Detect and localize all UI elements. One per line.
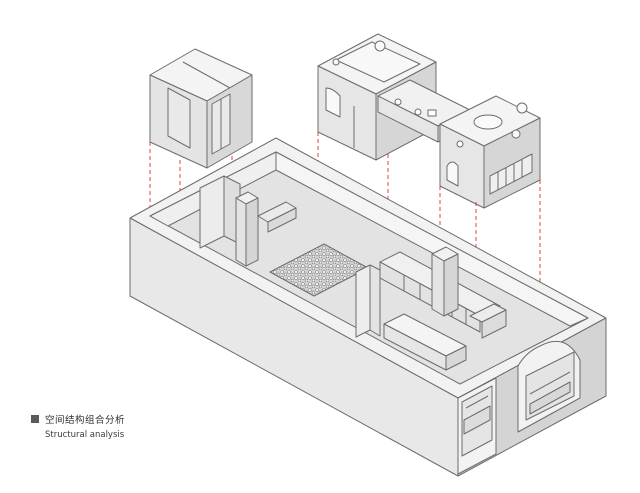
cabinet-door-left <box>167 87 191 149</box>
caption-title-row: 空间结构组合分析 <box>31 412 125 426</box>
floating-bedroom-module <box>439 95 541 209</box>
arched-doorway <box>325 87 341 118</box>
lamp-icon <box>516 102 528 114</box>
caption-bullet-icon <box>31 415 39 423</box>
diagram-caption: 空间结构组合分析 Structural analysis <box>31 412 125 440</box>
round-window-icon <box>374 40 386 52</box>
caption-title-cn: 空间结构组合分析 <box>45 415 126 426</box>
porthole-icon <box>332 58 340 66</box>
interior-elements <box>199 175 507 371</box>
front-wall-openings <box>457 340 581 475</box>
cabinet-divider <box>182 61 231 89</box>
floating-cabinet-module <box>149 48 253 169</box>
arched-niche <box>446 161 459 187</box>
round-table-icon <box>473 114 503 130</box>
room-inner-floor <box>335 41 421 83</box>
caption-title-en: Structural analysis <box>45 430 125 440</box>
